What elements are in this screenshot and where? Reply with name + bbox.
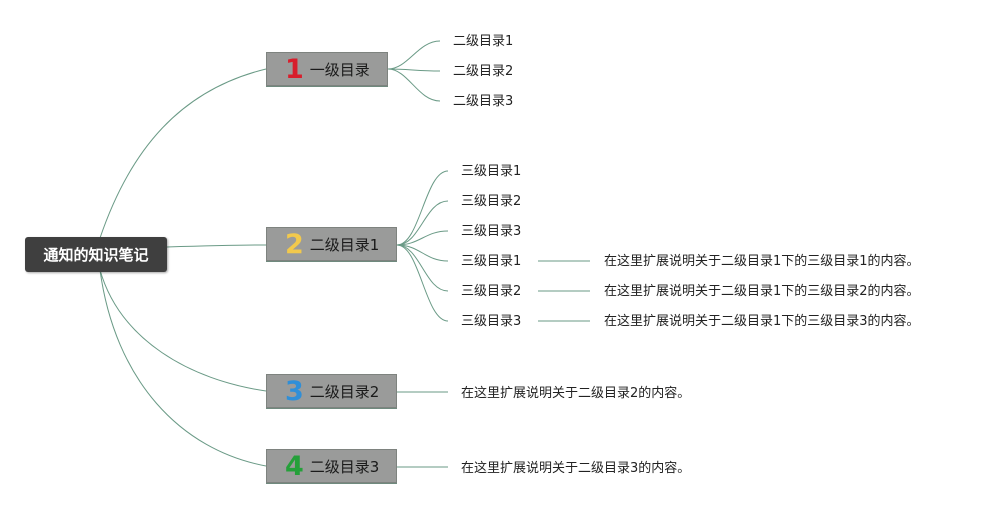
connector-branch-2-child-5 bbox=[396, 244, 449, 292]
root-topic-label: 通知的知识笔记 bbox=[43, 246, 149, 264]
connector-branch-2-child-2 bbox=[396, 200, 449, 246]
subtopic-2-3[interactable]: 三级目录3 bbox=[461, 224, 522, 239]
subtopic-1-1[interactable]: 二级目录1 bbox=[453, 34, 514, 49]
subtopic-2-6[interactable]: 三级目录3 bbox=[461, 314, 522, 329]
connector-branch-2-child-3 bbox=[396, 230, 449, 246]
connector-branch-1-child-2 bbox=[387, 68, 441, 72]
branch-topic-3-label: 二级目录2 bbox=[309, 382, 380, 401]
branch-topic-4[interactable]: 4 二级目录3 bbox=[266, 449, 397, 483]
branch-topic-2[interactable]: 2 二级目录1 bbox=[266, 227, 397, 261]
note-2-1[interactable]: 在这里扩展说明关于二级目录1下的三级目录1的内容。 bbox=[604, 254, 920, 269]
connector-branch-2-child-6 bbox=[396, 244, 449, 322]
subtopic-2-5[interactable]: 三级目录2 bbox=[461, 284, 522, 299]
connector-root-branch-1 bbox=[99, 68, 267, 239]
root-topic[interactable]: 通知的知识笔记 bbox=[25, 237, 167, 272]
branch-topic-3[interactable]: 3 二级目录2 bbox=[266, 374, 397, 408]
connector-root-branch-2 bbox=[166, 244, 267, 248]
number-4-icon: 4 bbox=[285, 450, 304, 482]
connector-branch-2-child-1 bbox=[396, 170, 449, 246]
subtopic-2-1[interactable]: 三级目录1 bbox=[461, 164, 522, 179]
connector-root-branch-3 bbox=[99, 269, 267, 392]
note-4[interactable]: 在这里扩展说明关于二级目录3的内容。 bbox=[461, 461, 691, 476]
subtopic-2-2[interactable]: 三级目录2 bbox=[461, 194, 522, 209]
connector-branch-1-child-1 bbox=[387, 40, 441, 70]
subtopic-1-3[interactable]: 二级目录3 bbox=[453, 94, 514, 109]
number-2-icon: 2 bbox=[285, 228, 304, 260]
branch-topic-4-label: 二级目录3 bbox=[309, 457, 380, 476]
number-3-icon: 3 bbox=[285, 375, 304, 407]
branch-topic-1[interactable]: 1 一级目录 bbox=[266, 52, 388, 86]
note-2-3[interactable]: 在这里扩展说明关于二级目录1下的三级目录3的内容。 bbox=[604, 314, 920, 329]
note-3[interactable]: 在这里扩展说明关于二级目录2的内容。 bbox=[461, 386, 691, 401]
subtopic-1-2[interactable]: 二级目录2 bbox=[453, 64, 514, 79]
branch-topic-1-label: 一级目录 bbox=[309, 60, 370, 79]
branch-topic-2-label: 二级目录1 bbox=[309, 235, 380, 254]
connector-branch-1-child-3 bbox=[387, 68, 441, 102]
subtopic-2-4[interactable]: 三级目录1 bbox=[461, 254, 522, 269]
connector-root-branch-4 bbox=[99, 269, 267, 467]
number-1-icon: 1 bbox=[285, 53, 304, 85]
note-2-2[interactable]: 在这里扩展说明关于二级目录1下的三级目录2的内容。 bbox=[604, 284, 920, 299]
